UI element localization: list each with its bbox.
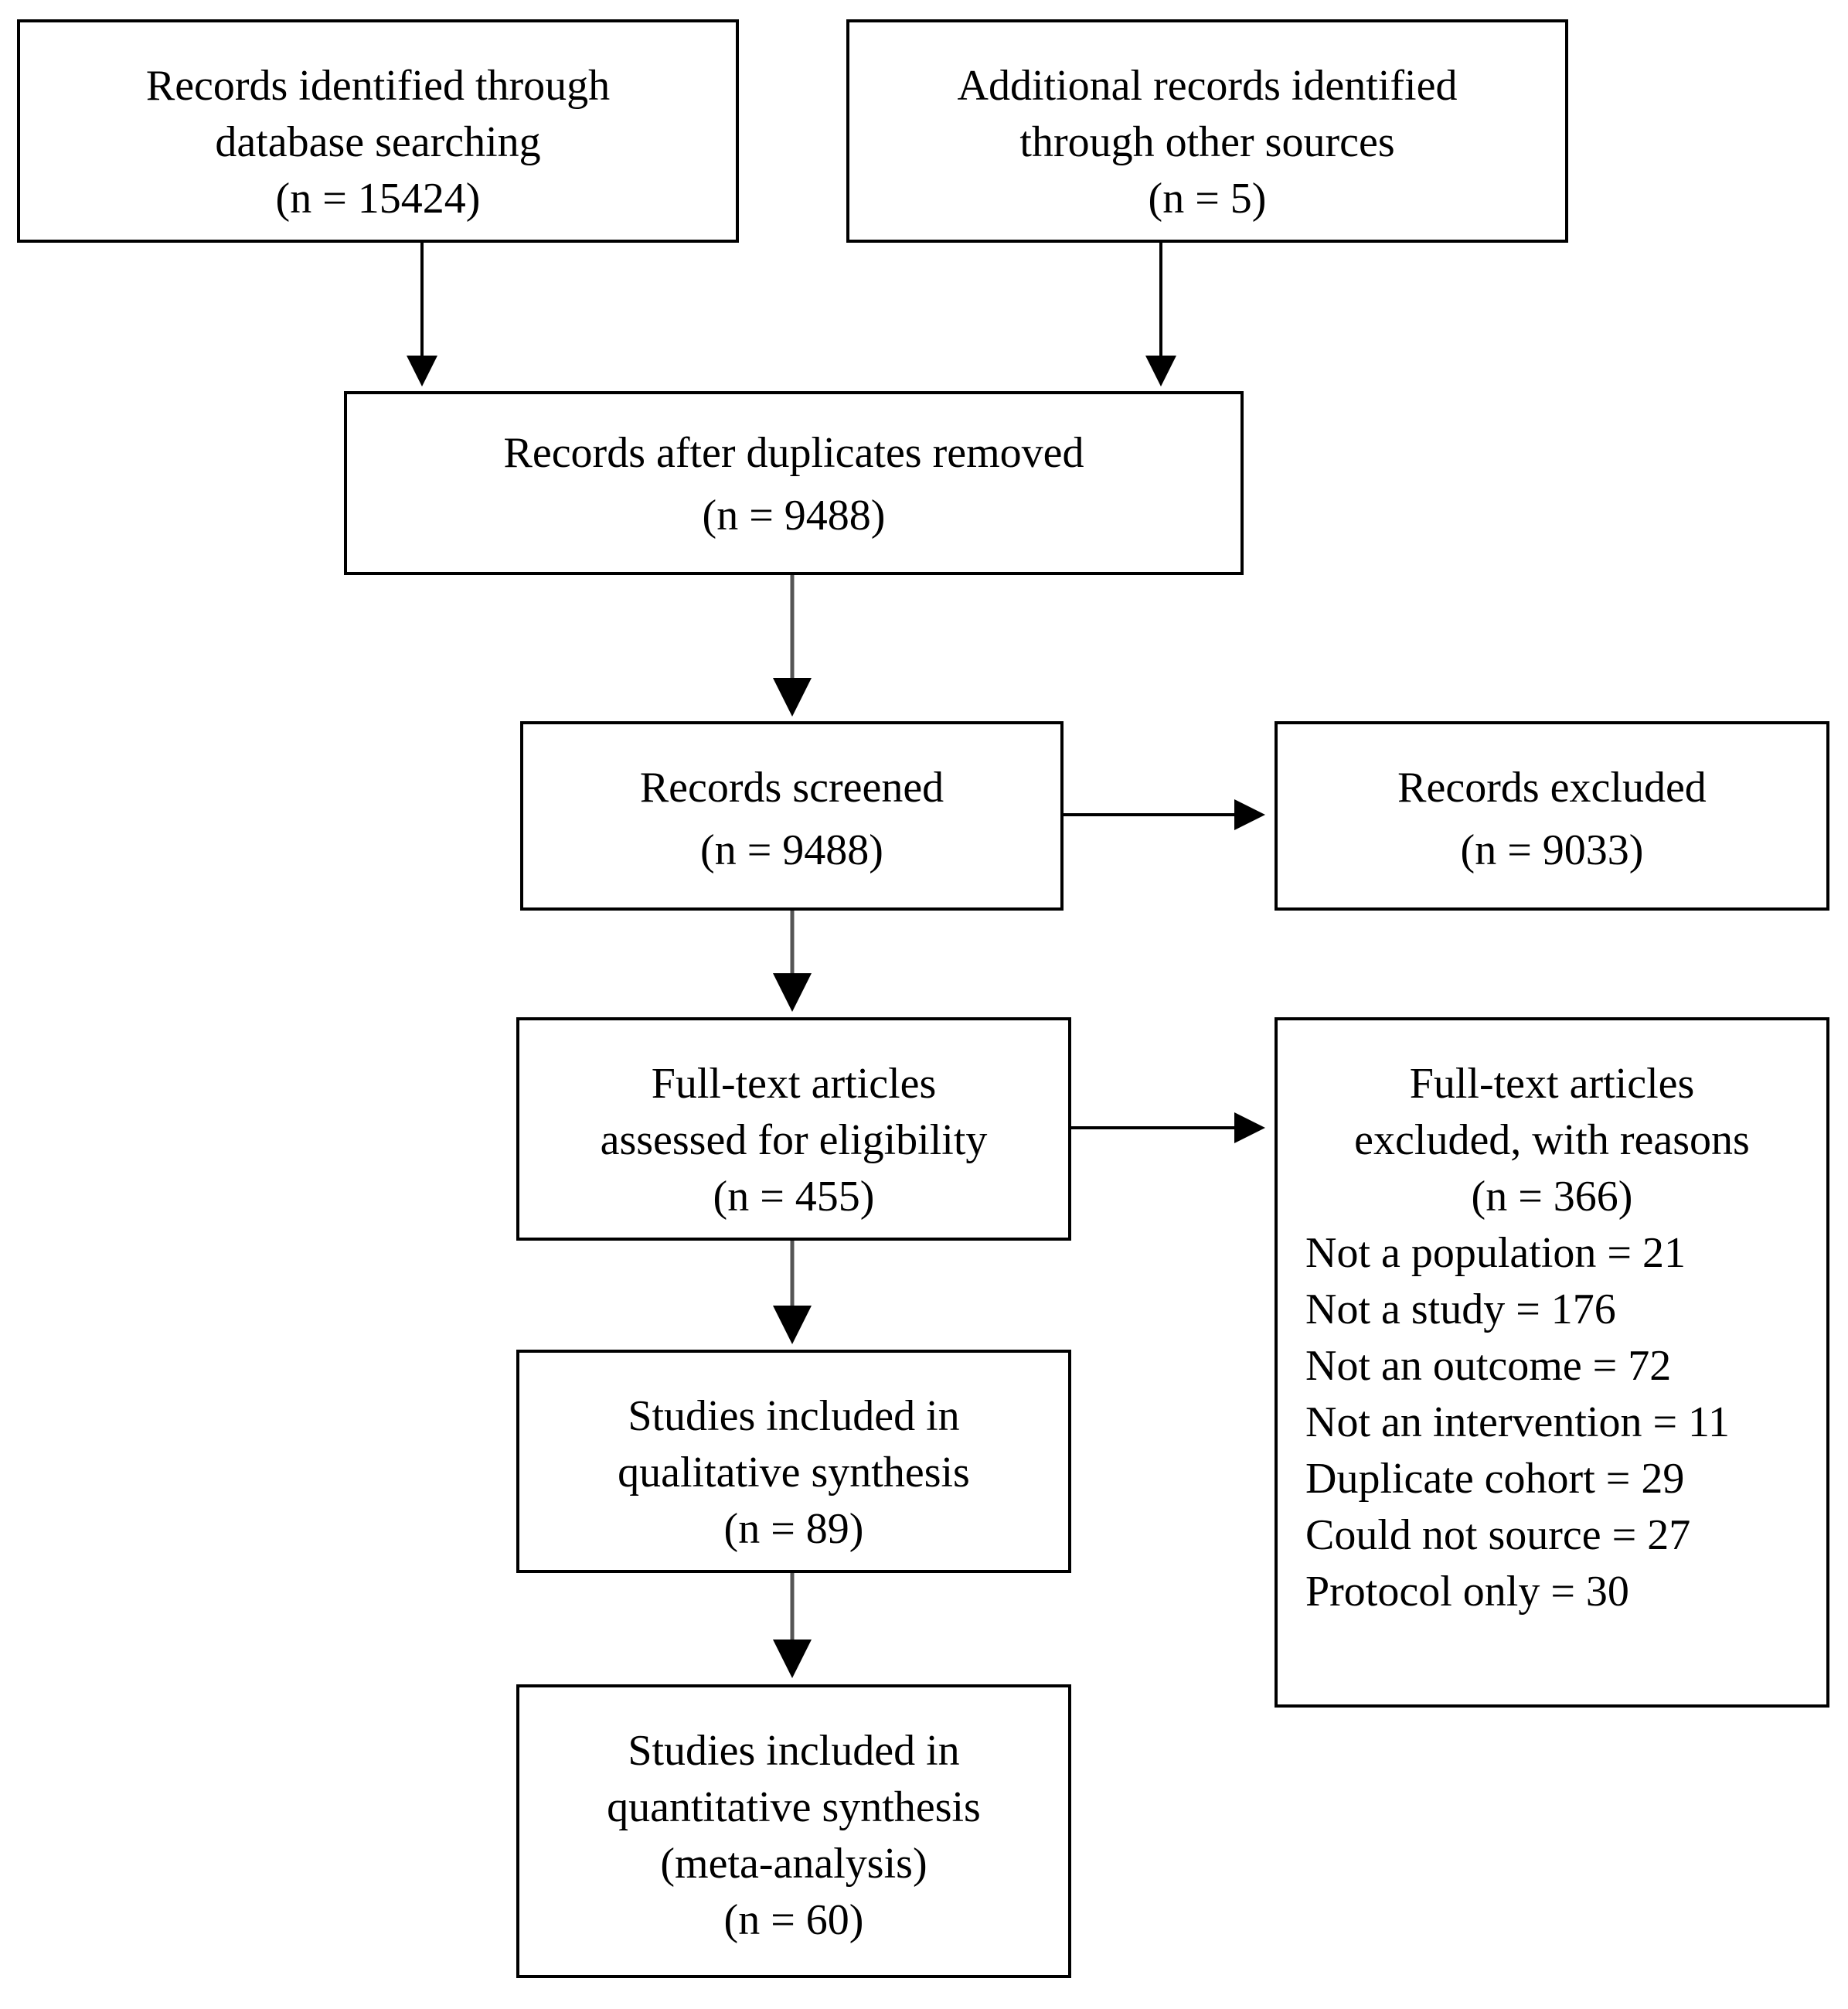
exclusion-reason: Duplicate cohort = 29 — [1305, 1455, 1685, 1503]
box-line: (n = 89) — [723, 1505, 864, 1553]
box-line: through other sources — [1019, 118, 1395, 166]
box-line: Studies included in — [628, 1727, 960, 1775]
box-line: (n = 5) — [1148, 175, 1267, 223]
exclusion-reason: Not a study = 176 — [1305, 1285, 1616, 1333]
records-after-duplicates-box: Records after duplicates removed (n = 94… — [344, 391, 1244, 575]
box-line: qualitative synthesis — [618, 1449, 970, 1497]
box-line: Full-text articles — [1409, 1060, 1695, 1108]
box-line: Full-text articles — [651, 1060, 937, 1108]
box-line: database searching — [215, 118, 541, 166]
box-line: (n = 9033) — [1460, 826, 1644, 874]
qualitative-synthesis-box: Studies included in qualitative synthesi… — [516, 1350, 1071, 1573]
box-line: Records excluded — [1397, 764, 1707, 812]
exclusion-reason: Not an intervention = 11 — [1305, 1398, 1730, 1446]
box-line: (meta-analysis) — [660, 1840, 927, 1888]
box-line: assessed for eligibility — [600, 1116, 988, 1164]
box-line: (n = 60) — [723, 1896, 864, 1944]
box-line: (n = 9488) — [702, 492, 886, 540]
box-line: (n = 9488) — [700, 826, 883, 874]
fulltext-excluded-box: Full-text articles excluded, with reason… — [1275, 1017, 1829, 1708]
exclusion-reason: Not a population = 21 — [1305, 1229, 1686, 1277]
box-line: (n = 366) — [1471, 1173, 1633, 1221]
records-screened-box: Records screened (n = 9488) — [520, 721, 1064, 911]
exclusion-reason: Could not source = 27 — [1305, 1511, 1691, 1559]
records-excluded-box: Records excluded (n = 9033) — [1275, 721, 1829, 911]
records-identified-other-box: Additional records identified through ot… — [846, 19, 1568, 243]
box-line: Records screened — [639, 764, 944, 812]
box-line: excluded, with reasons — [1354, 1116, 1750, 1164]
fulltext-assessed-box: Full-text articles assessed for eligibil… — [516, 1017, 1071, 1241]
box-line: Additional records identified — [957, 62, 1458, 110]
box-line: quantitative synthesis — [607, 1783, 981, 1831]
box-line: Records identified through — [145, 62, 611, 110]
exclusion-reason: Not an outcome = 72 — [1305, 1342, 1672, 1390]
exclusion-reason: Protocol only = 30 — [1305, 1568, 1629, 1616]
box-line: (n = 455) — [713, 1173, 875, 1221]
box-line: (n = 15424) — [275, 175, 481, 223]
quantitative-synthesis-box: Studies included in quantitative synthes… — [516, 1684, 1071, 1978]
box-line: Studies included in — [628, 1392, 960, 1440]
box-line: Records after duplicates removed — [503, 429, 1084, 477]
records-identified-db-box: Records identified through database sear… — [17, 19, 739, 243]
